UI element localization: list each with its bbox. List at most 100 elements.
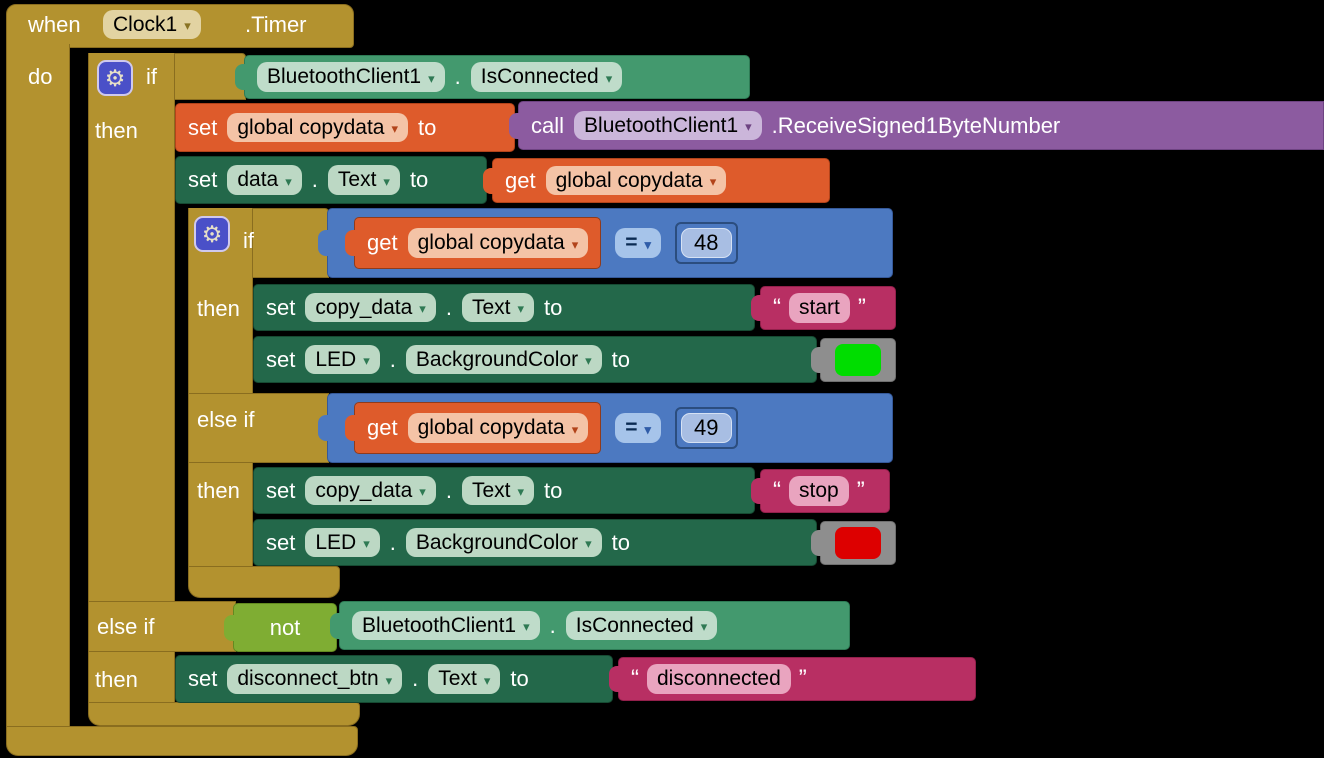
dropdown-arrow-icon: ▾ <box>517 301 524 316</box>
set-led-backgroundcolor-block[interactable]: set LED ▾ . BackgroundColor ▾ to <box>253 336 817 383</box>
property-dropdown[interactable]: IsConnected ▾ <box>470 62 623 92</box>
bluetooth-isconnected-block[interactable]: BluetoothClient1 ▾ . IsConnected ▾ <box>330 601 850 650</box>
variable-dropdown[interactable]: global copydata ▾ <box>545 165 727 196</box>
set-keyword: set <box>266 477 296 503</box>
operator-dropdown[interactable]: = ▾ <box>615 228 662 258</box>
clock-component-dropdown[interactable]: Clock1 ▾ <box>103 10 201 40</box>
color-swatch-green[interactable] <box>835 344 881 376</box>
value-plug <box>330 612 342 639</box>
dropdown-arrow-icon: ▾ <box>184 18 191 34</box>
component-dropdown[interactable]: copy_data ▾ <box>305 292 436 323</box>
text-string-start-block[interactable]: “ start ” <box>751 286 896 330</box>
number-socket: 49 <box>675 407 738 449</box>
component-dropdown[interactable]: disconnect_btn ▾ <box>227 664 403 694</box>
color-red-block[interactable] <box>811 521 896 565</box>
value-plug <box>318 415 330 441</box>
when-event-block-spine[interactable] <box>6 44 70 726</box>
inner-if-block-spine[interactable] <box>188 208 253 566</box>
component-dropdown[interactable]: copy_data ▾ <box>305 475 436 506</box>
property-dropdown[interactable]: BackgroundColor ▾ <box>405 527 602 558</box>
dropdown-arrow-icon: ▾ <box>709 174 717 189</box>
dropdown-arrow-icon: ▾ <box>428 70 435 86</box>
text-string-disconnected-block[interactable]: “ disconnected ” <box>609 657 976 701</box>
string-field[interactable]: stop <box>789 476 849 506</box>
color-green-block[interactable] <box>811 338 896 382</box>
value-plug <box>483 167 495 194</box>
if-block-spine[interactable] <box>88 53 175 702</box>
method-name-label: .ReceiveSigned1ByteNumber <box>771 112 1061 138</box>
if-block-elseif-row[interactable] <box>88 601 236 652</box>
dropdown-arrow-icon: ▾ <box>383 173 390 189</box>
dropdown-arrow-icon: ▾ <box>385 672 393 688</box>
compare-equals-48-block[interactable]: get global copydata ▾ = ▾ 48 <box>318 208 893 278</box>
when-event-block-footer[interactable] <box>6 726 358 756</box>
component-dropdown[interactable]: data ▾ <box>227 165 302 195</box>
component-dropdown[interactable]: LED ▾ <box>305 344 380 375</box>
dot-separator: . <box>389 529 396 555</box>
compare-equals-49-block[interactable]: get global copydata ▾ = ▾ 49 <box>318 393 893 463</box>
variable-dropdown[interactable]: global copydata ▾ <box>227 112 409 143</box>
dot-separator: . <box>445 294 452 320</box>
get-global-copydata-block[interactable]: get global copydata ▾ <box>345 402 602 454</box>
bluetooth-isconnected-block[interactable]: BluetoothClient1 ▾ . IsConnected ▾ <box>235 55 750 99</box>
property-dropdown[interactable]: BackgroundColor ▾ <box>405 344 602 375</box>
set-global-copydata-block[interactable]: set global copydata ▾ to <box>175 103 515 152</box>
set-data-text-block[interactable]: set data ▾ . Text ▾ to <box>175 156 487 204</box>
variable-dropdown[interactable]: global copydata ▾ <box>407 228 589 258</box>
value-plug <box>345 230 357 256</box>
component-dropdown[interactable]: BluetoothClient1 ▾ <box>574 110 762 141</box>
variable-dropdown[interactable]: global copydata ▾ <box>407 413 589 443</box>
number-field[interactable]: 48 <box>681 228 732 258</box>
property-dropdown[interactable]: Text ▾ <box>461 292 534 323</box>
inner-else-if-keyword: else if <box>197 407 255 432</box>
then-keyword: then <box>95 667 138 692</box>
to-keyword: to <box>510 666 529 691</box>
dropdown-arrow-icon: ▾ <box>644 421 652 437</box>
if-block-footer[interactable] <box>88 702 360 726</box>
property-dropdown[interactable]: Text ▾ <box>428 664 501 694</box>
text-string-stop-block[interactable]: “ stop ” <box>751 469 890 513</box>
to-keyword: to <box>409 167 429 192</box>
color-swatch-red[interactable] <box>835 527 881 559</box>
inner-then-keyword: then <box>197 478 240 503</box>
inner-if-block-footer[interactable] <box>188 566 340 598</box>
property-dropdown[interactable]: Text ▾ <box>461 475 534 506</box>
value-plug <box>609 666 621 692</box>
property-dropdown[interactable]: Text ▾ <box>327 165 400 195</box>
set-led-backgroundcolor-block[interactable]: set LED ▾ . BackgroundColor ▾ to <box>253 519 817 566</box>
string-field[interactable]: disconnected <box>647 664 791 694</box>
string-field[interactable]: start <box>789 293 850 323</box>
set-copydata-text-block[interactable]: set copy_data ▾ . Text ▾ to <box>253 284 755 331</box>
component-dropdown[interactable]: LED ▾ <box>305 527 380 558</box>
value-plug <box>345 415 357 441</box>
get-keyword: get <box>505 167 536 193</box>
dropdown-arrow-icon: ▾ <box>285 173 292 189</box>
set-keyword: set <box>188 666 218 691</box>
operator-dropdown[interactable]: = ▾ <box>615 413 662 443</box>
component-dropdown[interactable]: BluetoothClient1 ▾ <box>257 62 445 92</box>
get-keyword: get <box>367 230 398 255</box>
get-global-copydata-block[interactable]: get global copydata ▾ <box>345 217 602 269</box>
dropdown-arrow-icon: ▾ <box>391 121 399 136</box>
to-keyword: to <box>418 114 437 140</box>
get-global-copydata-block[interactable]: get global copydata ▾ <box>483 158 830 203</box>
property-dropdown[interactable]: IsConnected ▾ <box>565 610 718 641</box>
inner-if-keyword: if <box>243 228 254 253</box>
dropdown-arrow-icon: ▾ <box>585 536 592 551</box>
call-keyword: call <box>531 112 565 138</box>
gear-icon[interactable]: ⚙ <box>97 60 133 96</box>
dropdown-arrow-icon: ▾ <box>571 421 579 437</box>
dropdown-arrow-icon: ▾ <box>363 353 370 368</box>
then-keyword: then <box>95 118 138 143</box>
set-disconnect-btn-text-block[interactable]: set disconnect_btn ▾ . Text ▾ to <box>175 655 613 703</box>
component-dropdown[interactable]: BluetoothClient1 ▾ <box>352 610 540 641</box>
else-if-keyword: else if <box>97 614 155 639</box>
call-receive-signed-byte-block[interactable]: call BluetoothClient1 ▾ .ReceiveSigned1B… <box>509 101 1324 150</box>
number-field[interactable]: 49 <box>681 413 732 443</box>
set-keyword: set <box>188 167 218 192</box>
logic-not-block[interactable]: not <box>224 603 337 652</box>
set-copydata-text-block[interactable]: set copy_data ▾ . Text ▾ to <box>253 467 755 514</box>
gear-icon[interactable]: ⚙ <box>194 216 230 252</box>
get-keyword: get <box>367 415 398 440</box>
